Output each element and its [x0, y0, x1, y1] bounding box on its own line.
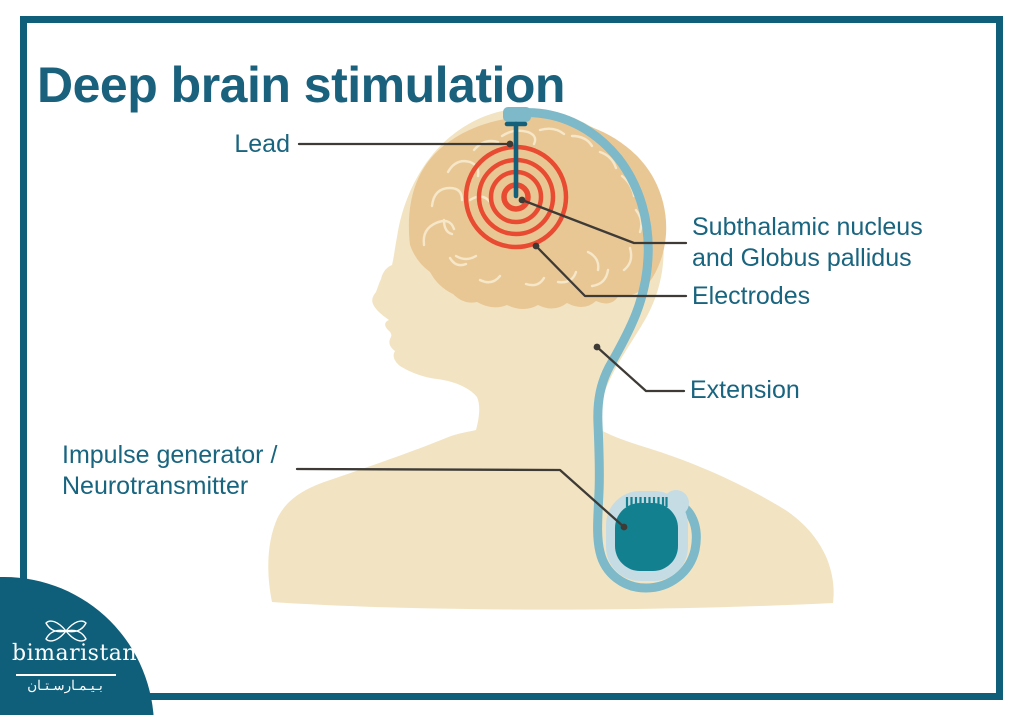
label-extension: Extension — [690, 376, 800, 404]
impulse-generator-device — [606, 490, 689, 581]
connector-line-extension — [595, 345, 686, 393]
page-title: Deep brain stimulation — [37, 56, 565, 113]
connector-line-electrodes — [534, 244, 688, 298]
brain-gyri — [422, 127, 643, 288]
brand-name: bimaristan — [12, 641, 138, 666]
logo-disc — [0, 577, 154, 715]
connector-line-impulse — [295, 467, 626, 529]
connector-dot-extension — [593, 343, 601, 351]
label-lead: Lead — [234, 130, 290, 158]
connector-dot-electrodes — [532, 242, 540, 250]
device-connector-teeth — [625, 497, 668, 507]
connector-dot-target — [518, 196, 526, 204]
device-body — [615, 503, 678, 571]
brand-name-arabic: بـيـمـارسـتـان — [27, 678, 103, 693]
brand-logo: bimaristan بـيـمـارسـتـان — [0, 600, 180, 715]
label-electrodes: Electrodes — [692, 282, 811, 310]
brand-divider — [16, 674, 116, 676]
connector-line-target — [520, 198, 688, 245]
extension-wire — [514, 108, 701, 593]
leaf-bow-icon — [45, 620, 87, 642]
lead-wire — [504, 121, 528, 199]
burr-hole-cap — [503, 107, 531, 122]
connector-dot-impulse — [620, 523, 628, 531]
label-impulse-generator: Impulse generator / Neurotransmitter — [62, 441, 278, 500]
connector-dot-lead — [506, 140, 514, 148]
label-target-nuclei: Subthalamic nucleus and Globus pallidus — [692, 213, 923, 272]
